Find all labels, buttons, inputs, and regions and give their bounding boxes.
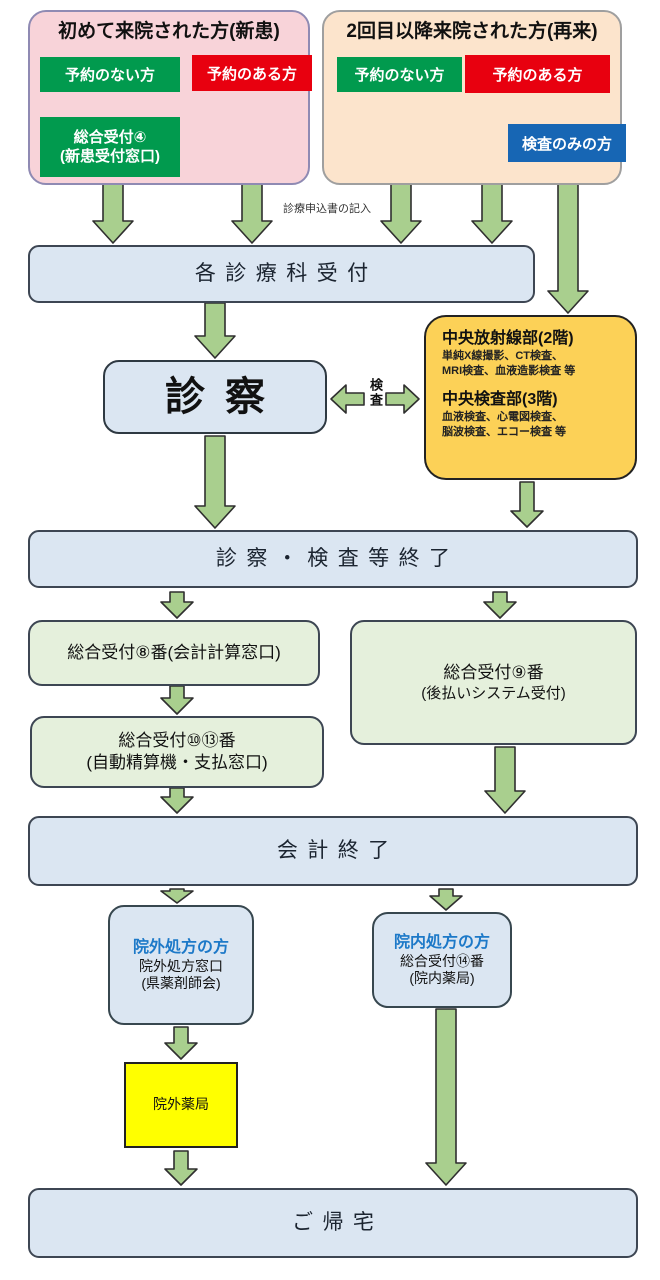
payment-end-bar: 会計終了 bbox=[28, 816, 638, 886]
down-arrow-icon bbox=[194, 435, 236, 529]
lab-desc1: 血液検査、心電図検査、 bbox=[442, 410, 563, 423]
reception1013-box: 総合受付⑩⑬番 (自動精算機・支払窓口) bbox=[30, 716, 324, 788]
exam-only-box: 検査のみの方 bbox=[508, 124, 626, 162]
outside-pharmacy-box: 院外薬局 bbox=[124, 1062, 238, 1148]
inside-rx-box: 院内処方の方 総合受付⑭番 (院内薬局) bbox=[372, 912, 512, 1008]
first-visit-no-reservation-button: 予約のない方 bbox=[40, 57, 180, 92]
inside-rx-line1: 総合受付⑭番 bbox=[400, 952, 484, 969]
reception1013-line1: 総合受付⑩⑬番 bbox=[118, 730, 236, 750]
down-arrow-icon bbox=[429, 888, 463, 911]
return-visit-with-reservation-button: 予約のある方 bbox=[465, 55, 610, 93]
down-arrow-icon bbox=[510, 481, 544, 528]
down-arrow-icon bbox=[160, 685, 194, 715]
reception9-box: 総合受付⑨番 (後払いシステム受付) bbox=[350, 620, 637, 745]
lab-desc2: 脳波検査、エコー検査 等 bbox=[442, 426, 567, 439]
first-visit-with-reservation-button: 予約のある方 bbox=[192, 55, 312, 91]
reception9-line1: 総合受付⑨番 bbox=[443, 662, 544, 682]
general-reception4-line2: (新患受付窓口) bbox=[60, 148, 160, 165]
radiology-desc1: 単純X線撮影、CT検査、 bbox=[442, 350, 563, 362]
general-reception4-box: 総合受付④ (新患受付窓口) bbox=[40, 117, 180, 177]
down-arrow-icon bbox=[160, 591, 194, 619]
form-note: 診療申込書の記入 bbox=[283, 203, 371, 215]
general-reception4-line1: 総合受付④ bbox=[73, 128, 147, 146]
inside-rx-line2: (院内薬局) bbox=[409, 970, 475, 986]
lab-title: 中央検査部(3階) bbox=[442, 390, 558, 408]
down-arrow-icon bbox=[164, 1150, 198, 1186]
down-arrow-icon bbox=[92, 182, 134, 244]
inside-rx-title: 院内処方の方 bbox=[393, 933, 490, 951]
outside-rx-line1: 院外処方窓口 bbox=[139, 957, 223, 974]
return-visit-title: 2回目以降来院された方(再来) bbox=[346, 21, 598, 42]
outside-rx-title: 院外処方の方 bbox=[132, 938, 229, 956]
down-arrow-icon bbox=[160, 787, 194, 814]
down-arrow-icon bbox=[164, 1026, 198, 1060]
right-arrow-icon bbox=[385, 384, 420, 414]
consultation-box: 診察 bbox=[103, 360, 327, 434]
down-arrow-icon bbox=[547, 163, 589, 314]
reception8-box: 総合受付⑧番(会計計算窓口) bbox=[28, 620, 320, 686]
exam-arrow-label: 検査 bbox=[368, 378, 383, 408]
outside-rx-box: 院外処方の方 院外処方窓口 (県薬剤師会) bbox=[108, 905, 254, 1025]
first-visit-title: 初めて来院された方(新患) bbox=[58, 21, 280, 42]
return-visit-no-reservation-button: 予約のない方 bbox=[337, 57, 462, 92]
down-arrow-icon bbox=[483, 591, 517, 619]
outside-rx-line2: (県薬剤師会) bbox=[141, 975, 221, 991]
down-arrow-icon bbox=[484, 746, 526, 814]
left-arrow-icon bbox=[330, 384, 365, 414]
down-arrow-icon bbox=[160, 888, 194, 904]
radiology-desc2: MRI検査、血液造影検査 等 bbox=[442, 365, 576, 378]
down-arrow-icon bbox=[425, 1008, 467, 1186]
reception1013-line2: (自動精算機・支払窓口) bbox=[86, 753, 268, 772]
exam-end-bar: 診察・検査等終了 bbox=[28, 530, 638, 588]
reception9-line2: (後払いシステム受付) bbox=[421, 684, 566, 702]
dept-reception-bar: 各診療科受付 bbox=[28, 245, 535, 303]
down-arrow-icon bbox=[194, 302, 236, 359]
exam-dept-box: 中央放射線部(2階) 単純X線撮影、CT検査、 MRI検査、血液造影検査 等 中… bbox=[424, 315, 637, 480]
go-home-bar: ご帰宅 bbox=[28, 1188, 638, 1258]
radiology-title: 中央放射線部(2階) bbox=[442, 330, 574, 347]
